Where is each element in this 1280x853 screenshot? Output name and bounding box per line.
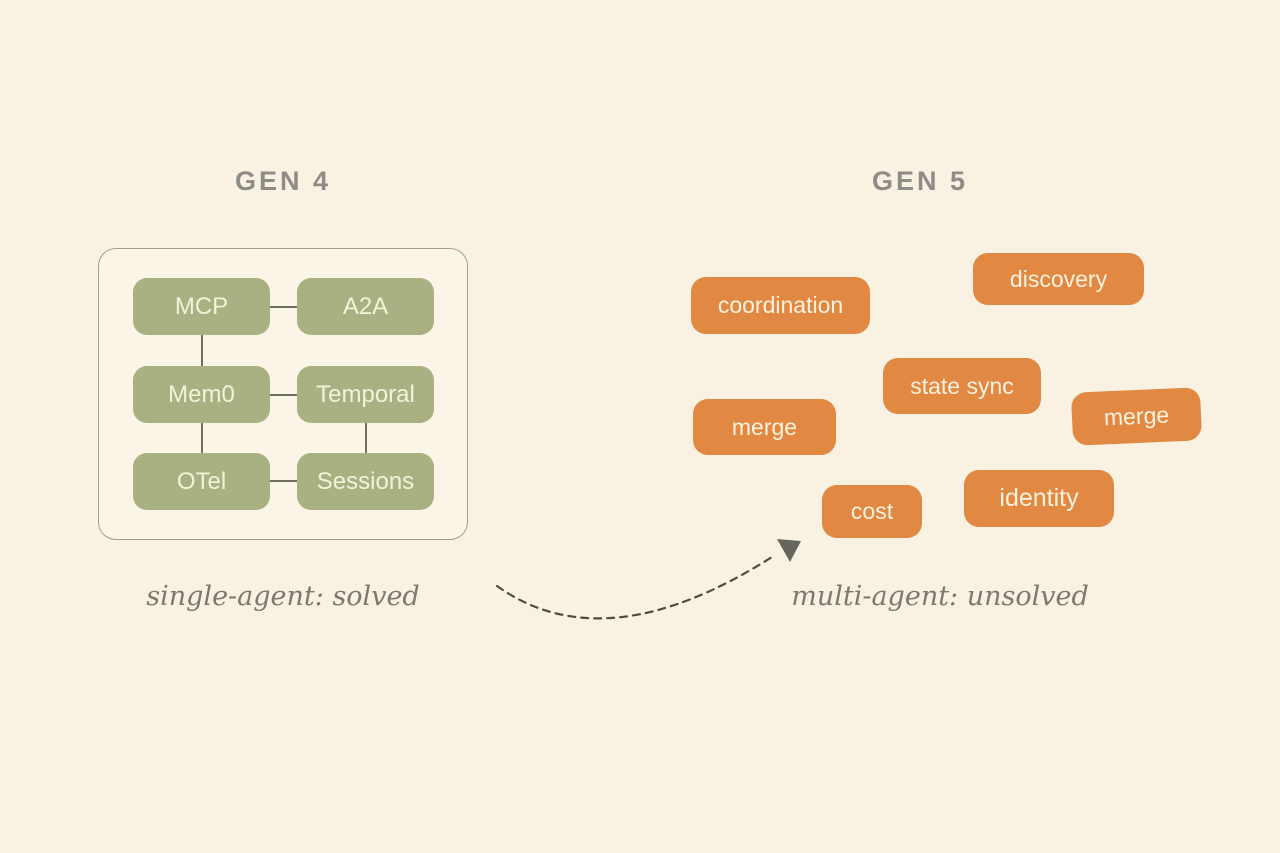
arrowhead-icon	[777, 539, 801, 562]
gen4-caption: single-agent: solved	[146, 581, 420, 612]
node-identity: identity	[964, 470, 1114, 527]
gen5-title: GEN 5	[871, 166, 969, 196]
node-sessions: Sessions	[297, 453, 434, 510]
node-a2a: A2A	[297, 278, 434, 335]
arrow-curve	[495, 555, 774, 620]
gen4-title: GEN 4	[234, 166, 332, 196]
node-discovery: discovery	[973, 253, 1144, 305]
connector-mem0-temporal	[270, 394, 297, 396]
node-temporal: Temporal	[297, 366, 434, 423]
connector-temporal-sessions	[365, 423, 367, 453]
node-merge-right: merge	[1070, 387, 1203, 446]
node-coordination: coordination	[691, 277, 870, 334]
connector-mem0-otel	[201, 423, 203, 453]
connector-otel-sessions	[270, 480, 297, 482]
node-mem0: Mem0	[133, 366, 270, 423]
node-mcp: MCP	[133, 278, 270, 335]
node-state-sync: state sync	[883, 358, 1041, 414]
connector-mcp-a2a	[270, 306, 297, 308]
node-cost: cost	[822, 485, 922, 538]
node-otel: OTel	[133, 453, 270, 510]
connector-mcp-mem0	[201, 335, 203, 366]
gen5-caption: multi-agent: unsolved	[791, 581, 1089, 612]
node-merge-left: merge	[693, 399, 836, 455]
